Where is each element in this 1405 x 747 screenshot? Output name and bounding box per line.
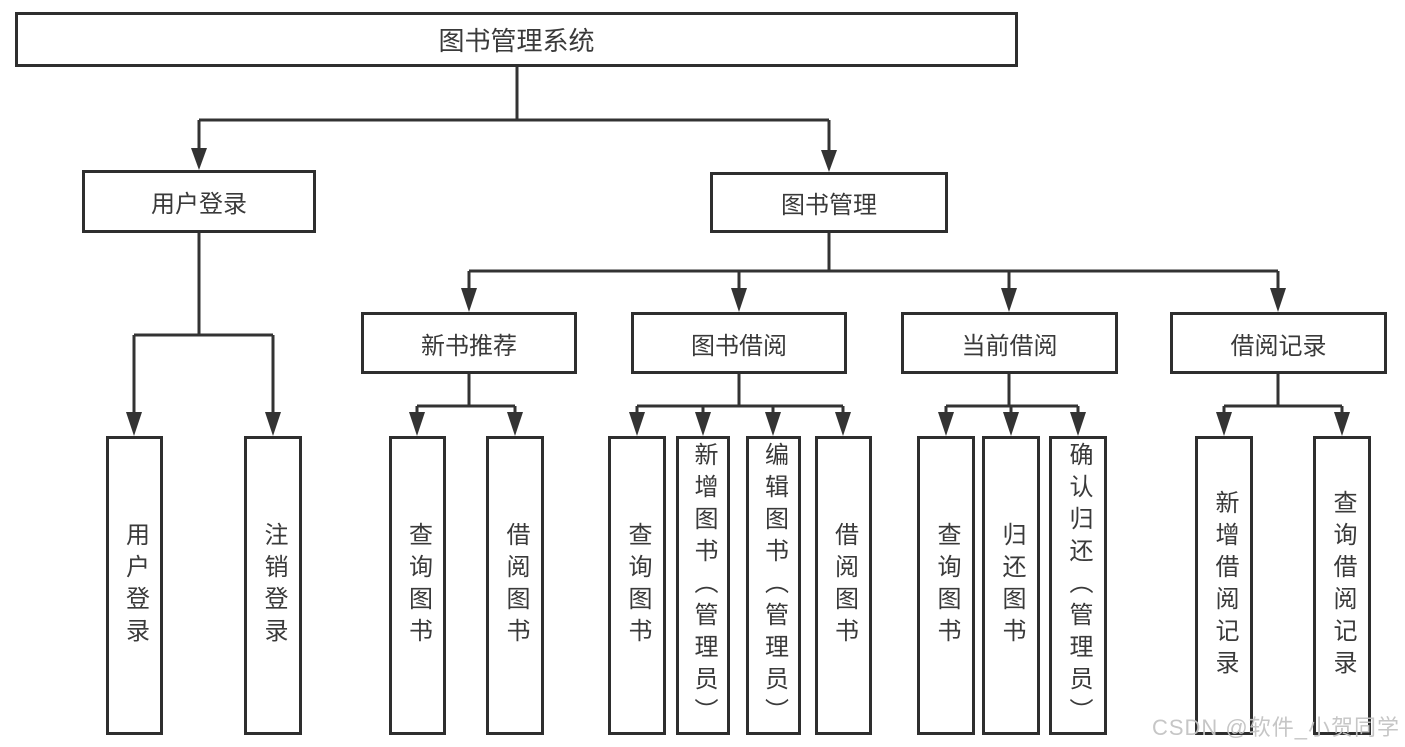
- node-new-book-recommendation: 新书推荐: [361, 312, 577, 374]
- leaf-query-books-recommend: 查询图书: [389, 436, 446, 735]
- leaf-add-borrow-record: 新增借阅记录: [1195, 436, 1253, 735]
- leaf-query-books-borrow: 查询图书: [608, 436, 666, 735]
- node-borrowing-records: 借阅记录: [1170, 312, 1387, 374]
- leaf-query-books-current: 查询图书: [917, 436, 975, 735]
- node-library-management-system: 图书管理系统: [15, 12, 1018, 67]
- node-book-management: 图书管理: [710, 172, 948, 233]
- leaf-logout: 注销登录: [244, 436, 302, 735]
- leaf-borrow-books-recommend: 借阅图书: [486, 436, 544, 735]
- leaf-query-borrow-record: 查询借阅记录: [1313, 436, 1371, 735]
- node-user-login: 用户登录: [82, 170, 316, 233]
- csdn-watermark: CSDN @软件_小贺同学: [1151, 715, 1400, 740]
- leaf-borrow-books: 借阅图书: [815, 436, 872, 735]
- node-book-borrowing: 图书借阅: [631, 312, 847, 374]
- leaf-return-books: 归还图书: [982, 436, 1040, 735]
- node-current-borrowing: 当前借阅: [901, 312, 1118, 374]
- arrowheads: [126, 148, 1350, 436]
- leaf-edit-books-admin: 编辑图书（管理员）: [746, 436, 801, 735]
- leaf-add-books-admin: 新增图书（管理员）: [676, 436, 730, 735]
- leaf-confirm-return-admin: 确认归还（管理员）: [1049, 436, 1107, 735]
- leaf-user-login: 用户登录: [106, 436, 163, 735]
